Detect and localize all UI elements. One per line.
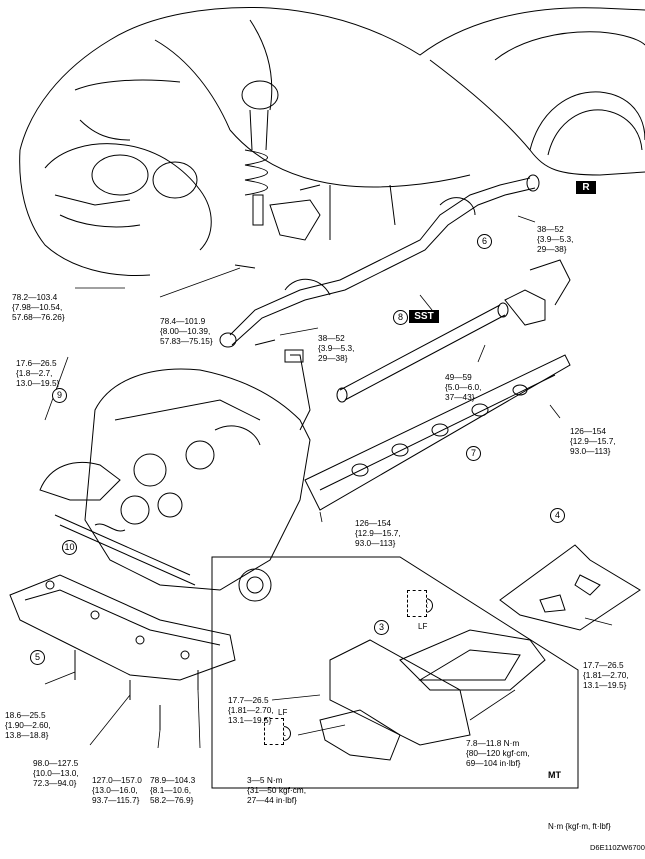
vehicle-body bbox=[19, 7, 645, 276]
mt-inset-frame bbox=[211, 556, 579, 789]
torque-label-steering-joint: 17.6—26.5{1.8—2.7,13.0—19.5} bbox=[16, 358, 60, 388]
callout-4: 4 bbox=[550, 508, 565, 523]
callout-10: 10 bbox=[62, 540, 77, 555]
callout-6: 6 bbox=[477, 234, 492, 249]
torque-label-shaft-bolt: 49—59{5.0—6.0,37—43} bbox=[445, 372, 482, 402]
lf-label-lower: LF bbox=[278, 708, 288, 717]
sst-tag: SST bbox=[409, 310, 439, 323]
torque-label-crossmember-127: 127.0—157.0{13.0—16.0,93.7—115.7} bbox=[92, 775, 142, 805]
torque-label-under-cover-screw: 3—5 N·m{31—50 kgf·cm,27—44 in·lbf} bbox=[247, 775, 307, 805]
under-covers bbox=[319, 629, 546, 761]
power-plant-frame bbox=[304, 354, 571, 511]
crossmember bbox=[9, 574, 236, 730]
units-note: N·m {kgf·m, ft·lbf} bbox=[548, 822, 611, 831]
lf-box-lower bbox=[264, 718, 284, 745]
tunnel-plate bbox=[499, 544, 641, 631]
torque-label-under-cover-side: 17.7—26.5{1.81—2.70,13.1—19.5} bbox=[228, 695, 274, 725]
torque-label-frame-front: 126—154{12.9—15.7,93.0—113} bbox=[355, 518, 401, 548]
torque-label-rear-pipe-nut: 38—52{3.9—5.3,29—38} bbox=[537, 224, 574, 254]
torque-label-under-cover-bolt: 7.8—11.8 N·m{80—120 kgf·cm,69—104 in·lbf… bbox=[466, 738, 530, 768]
torque-label-crossmember-78: 78.9—104.3{8.1—10.6,58.2—76.9} bbox=[150, 775, 196, 805]
lf-box-upper bbox=[407, 590, 427, 617]
torque-label-front-nut: 78.2—103.4{7.98—10.54,57.68—76.26} bbox=[12, 292, 65, 322]
rear-tag: R bbox=[576, 181, 596, 194]
callout-8: 8 bbox=[393, 310, 408, 325]
drawing-code: D6E110ZW6700 bbox=[590, 843, 645, 852]
torque-label-crossmember-98: 98.0—127.5{10.0—13.0,72.3—94.0} bbox=[33, 758, 79, 788]
torque-label-crossmember-side: 18.6—25.5{1.90—2.60,13.8—18.8} bbox=[5, 710, 51, 740]
lower-arm bbox=[39, 461, 121, 501]
steering-gear bbox=[54, 514, 196, 586]
torque-label-frame-rear: 126—154{12.9—15.7,93.0—113} bbox=[570, 426, 616, 456]
mt-label: MT bbox=[548, 770, 561, 780]
engine-transmission bbox=[84, 349, 311, 602]
leader-lines bbox=[44, 215, 613, 749]
torque-label-bolt: 78.4—101.9{8.00—10.39,57.83—75.15} bbox=[160, 316, 213, 346]
lf-label-upper: LF bbox=[418, 622, 428, 631]
callout-3: 3 bbox=[374, 620, 389, 635]
exhaust-pipe bbox=[219, 174, 540, 348]
propeller-shaft bbox=[336, 259, 571, 403]
callout-7: 7 bbox=[466, 446, 481, 461]
callout-9: 9 bbox=[52, 388, 67, 403]
callout-5: 5 bbox=[30, 650, 45, 665]
strut-assembly bbox=[234, 80, 321, 269]
torque-label-tunnel-plate: 17.7—26.5{1.81—2.70,13.1—19.5} bbox=[583, 660, 629, 690]
torque-label-pipe-nut: 38—52{3.9—5.3,29—38} bbox=[318, 333, 355, 363]
